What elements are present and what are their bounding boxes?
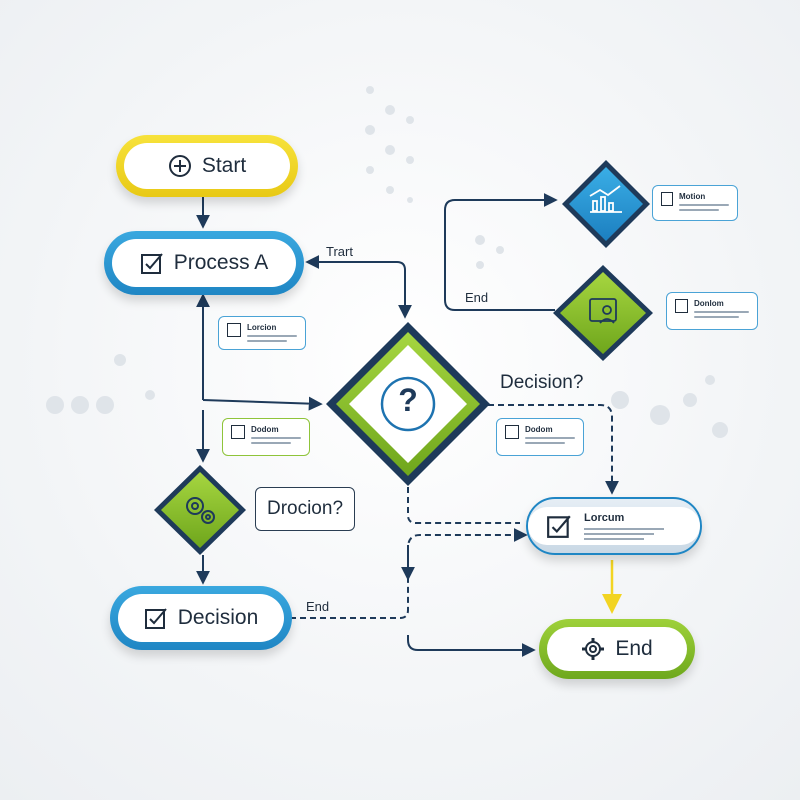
chart-icon bbox=[589, 185, 622, 213]
end-label: End bbox=[615, 637, 653, 660]
user-icon bbox=[589, 298, 617, 324]
connectors bbox=[196, 193, 619, 657]
info-lorcion-label: Lorcion bbox=[247, 323, 277, 332]
info-box-donlom: Donlom bbox=[666, 292, 758, 330]
info-dodom-right-label: Dodom bbox=[525, 425, 553, 434]
checkbox-icon bbox=[547, 515, 571, 538]
info-donlom-label: Donlom bbox=[694, 299, 724, 308]
decision-label: Decision bbox=[177, 606, 259, 629]
process-a-node[interactable]: Process A bbox=[104, 231, 304, 295]
home-icon bbox=[231, 425, 245, 439]
background-dots bbox=[46, 86, 728, 438]
info-box-dodom-left: Dodom bbox=[222, 418, 310, 456]
chart-icon bbox=[661, 192, 673, 206]
info-dodom-left-label: Dodom bbox=[251, 425, 279, 434]
document-icon bbox=[227, 323, 241, 337]
document-icon bbox=[505, 425, 519, 439]
question-glyph: ? bbox=[398, 382, 418, 418]
gear-icon bbox=[186, 497, 215, 524]
right-green-diamond[interactable] bbox=[553, 265, 653, 361]
start-label: Start bbox=[201, 154, 247, 177]
end-bottom-label: End bbox=[306, 599, 330, 614]
end-node[interactable]: End bbox=[539, 619, 695, 679]
start-plus-icon bbox=[168, 155, 191, 177]
decision-question-label: Decision? bbox=[500, 372, 584, 393]
left-green-diamond[interactable] bbox=[154, 465, 246, 555]
lorcum-label: Lorcum bbox=[584, 512, 625, 524]
info-motion-label: Motion bbox=[679, 192, 706, 201]
question-icon bbox=[380, 376, 436, 432]
lorcum-node[interactable]: Lorcum bbox=[526, 497, 702, 555]
end-top-label: End bbox=[465, 290, 489, 305]
chart-icon bbox=[675, 299, 688, 313]
top-right-blue-diamond[interactable] bbox=[562, 160, 650, 248]
checkbox-icon bbox=[144, 608, 167, 629]
info-box-lorcion: Lorcion bbox=[218, 316, 306, 350]
drocion-question-box: Drocion? bbox=[255, 487, 355, 531]
info-box-motion: Motion bbox=[652, 185, 738, 221]
start-node[interactable]: Start bbox=[116, 135, 298, 197]
process-a-label: Process A bbox=[173, 251, 269, 274]
decision-node[interactable]: Decision bbox=[110, 586, 292, 650]
checkbox-icon bbox=[140, 253, 163, 274]
center-decision-diamond[interactable] bbox=[326, 322, 490, 486]
trart-label: Trart bbox=[326, 244, 353, 259]
info-box-dodom-right: Dodom bbox=[496, 418, 584, 456]
gear-icon bbox=[582, 638, 605, 660]
